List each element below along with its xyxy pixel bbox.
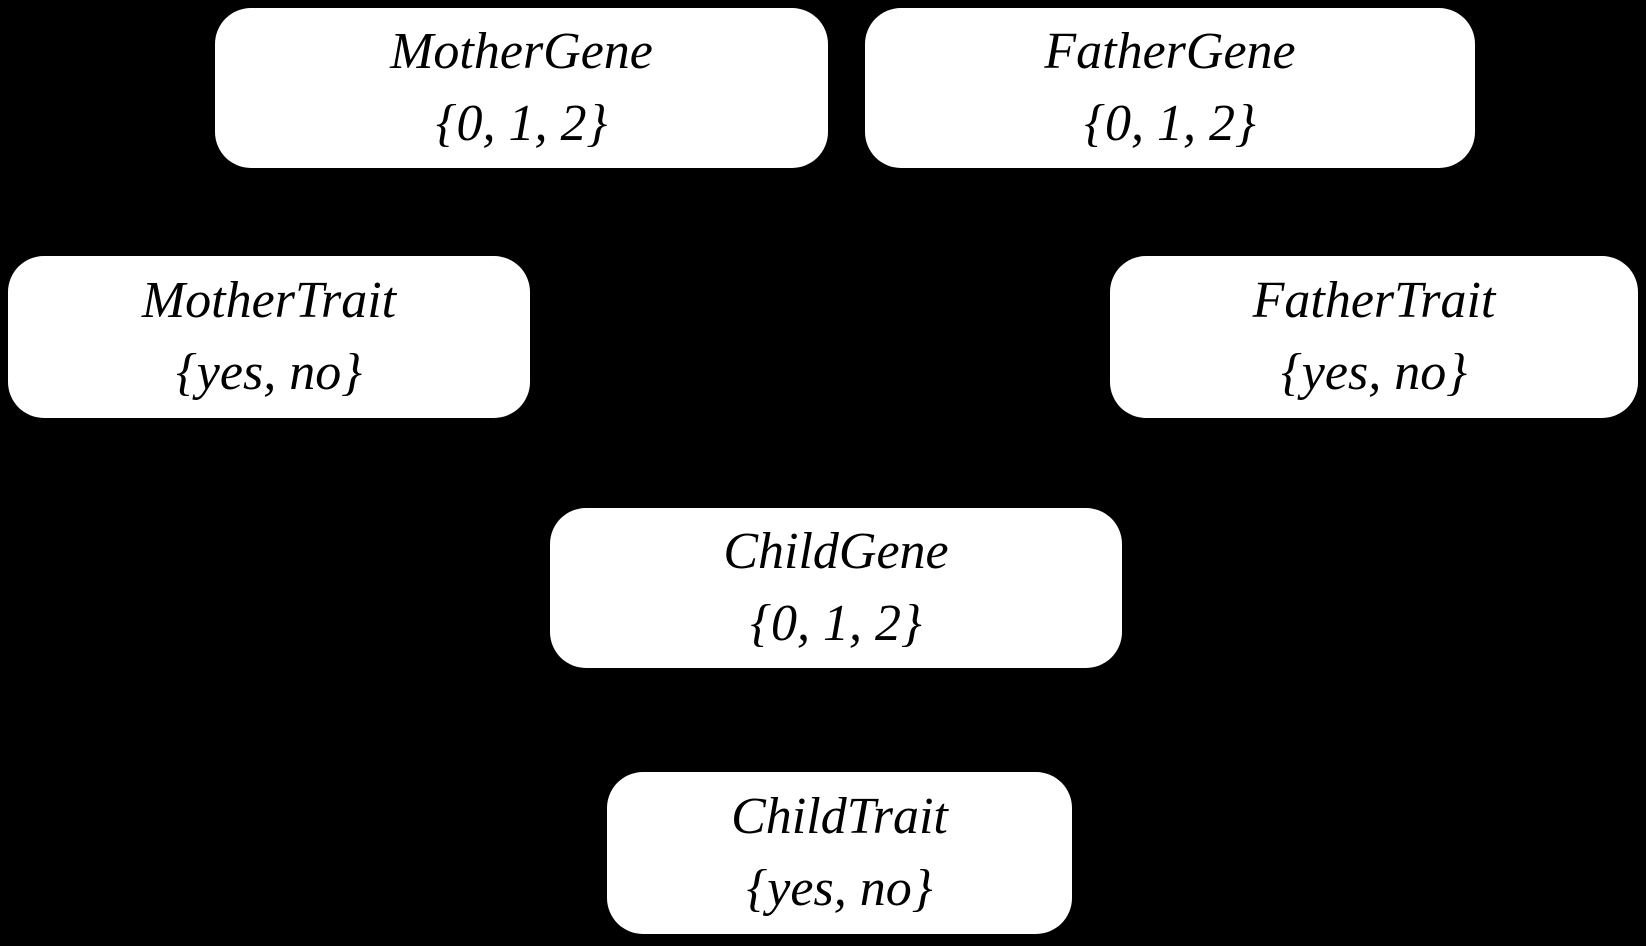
node-father-trait: FatherTrait {yes, no} — [1110, 256, 1638, 418]
node-title: MotherGene — [390, 23, 653, 80]
node-values: {yes, no} — [746, 860, 933, 917]
node-values: {0, 1, 2} — [435, 95, 608, 152]
node-child-trait: ChildTrait {yes, no} — [607, 772, 1072, 934]
node-mother-trait: MotherTrait {yes, no} — [8, 256, 530, 418]
node-title: MotherTrait — [141, 272, 397, 329]
node-values: {0, 1, 2} — [750, 595, 922, 652]
node-values: {0, 1, 2} — [1084, 95, 1256, 152]
node-values: {yes, no} — [1281, 344, 1467, 401]
node-mother-gene: MotherGene {0, 1, 2} — [215, 8, 828, 168]
node-father-gene: FatherGene {0, 1, 2} — [865, 8, 1475, 168]
node-title: ChildTrait — [731, 788, 948, 845]
node-title: ChildGene — [723, 523, 949, 580]
node-values: {yes, no} — [176, 344, 362, 401]
node-child-gene: ChildGene {0, 1, 2} — [550, 508, 1122, 668]
node-title: FatherGene — [1044, 23, 1296, 80]
node-title: FatherTrait — [1252, 272, 1496, 329]
